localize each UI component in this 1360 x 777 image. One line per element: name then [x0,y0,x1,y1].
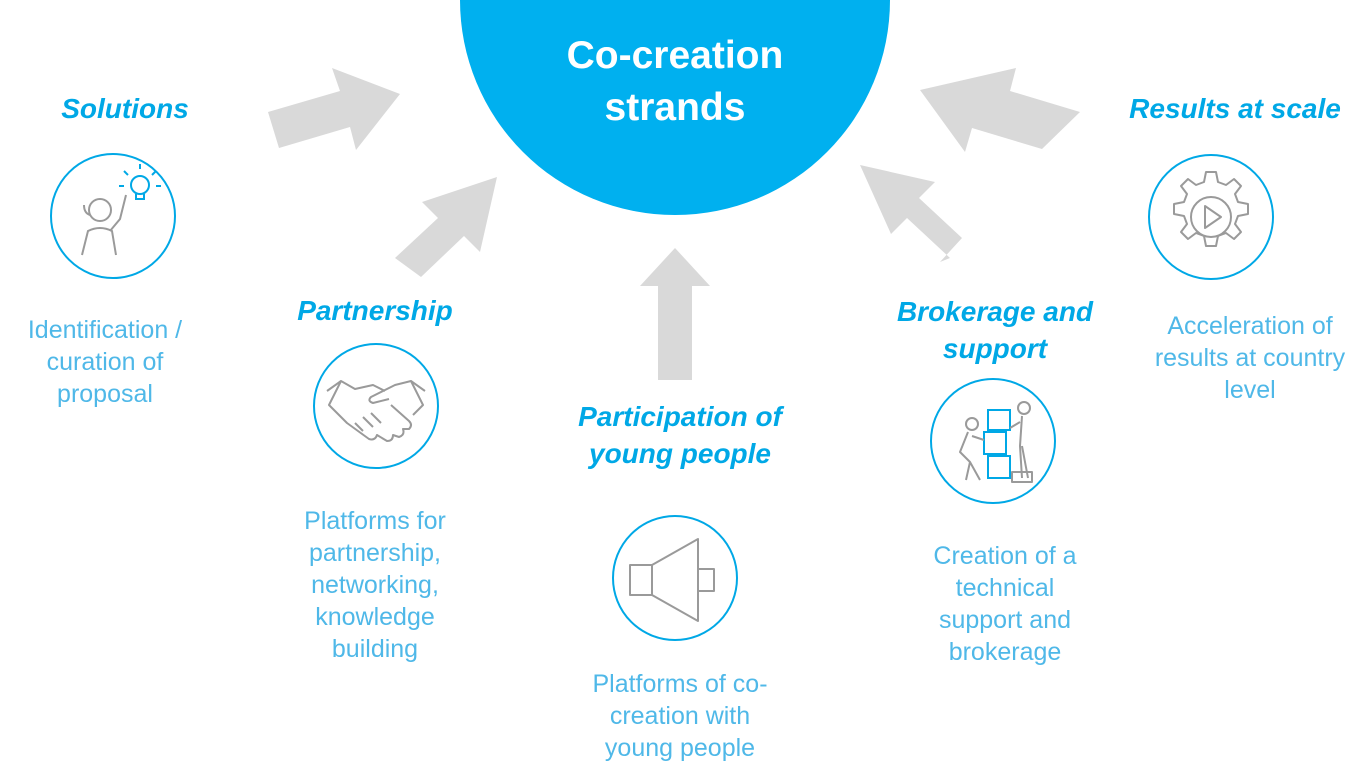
arrow-participation [640,248,710,380]
people-stacking-boxes-icon [930,378,1056,504]
strand-title-brokerage: Brokerage and support [896,296,1094,364]
megaphone-icon [612,515,738,641]
strand-title-partnership: Partnership [297,295,453,326]
arrow-partnership [395,177,497,277]
strand-desc-partnership: Platforms for partnership, networking, k… [304,507,446,663]
hub-title: Co-creation strands [566,34,784,129]
strand-title-solutions: Solutions [61,93,189,124]
strand-desc-results: Acceleration of results at country level [1154,312,1346,404]
arrow-brokerage [860,165,962,262]
arrow-results [920,68,1080,152]
strand-desc-brokerage: Creation of a technical support and brok… [933,542,1077,666]
strand-desc-participation: Platforms of co-creation with young peop… [592,670,768,762]
hub-half-circle [460,0,890,215]
arrow-solutions [268,68,400,150]
gear-play-icon [1148,154,1274,280]
strand-desc-solutions: Identification / curation of proposal [27,316,183,408]
strand-title-results: Results at scale [1129,93,1341,124]
strand-title-participation: Participation of young people [578,401,782,469]
handshake-icon [313,343,439,469]
person-lightbulb-icon [50,153,176,279]
